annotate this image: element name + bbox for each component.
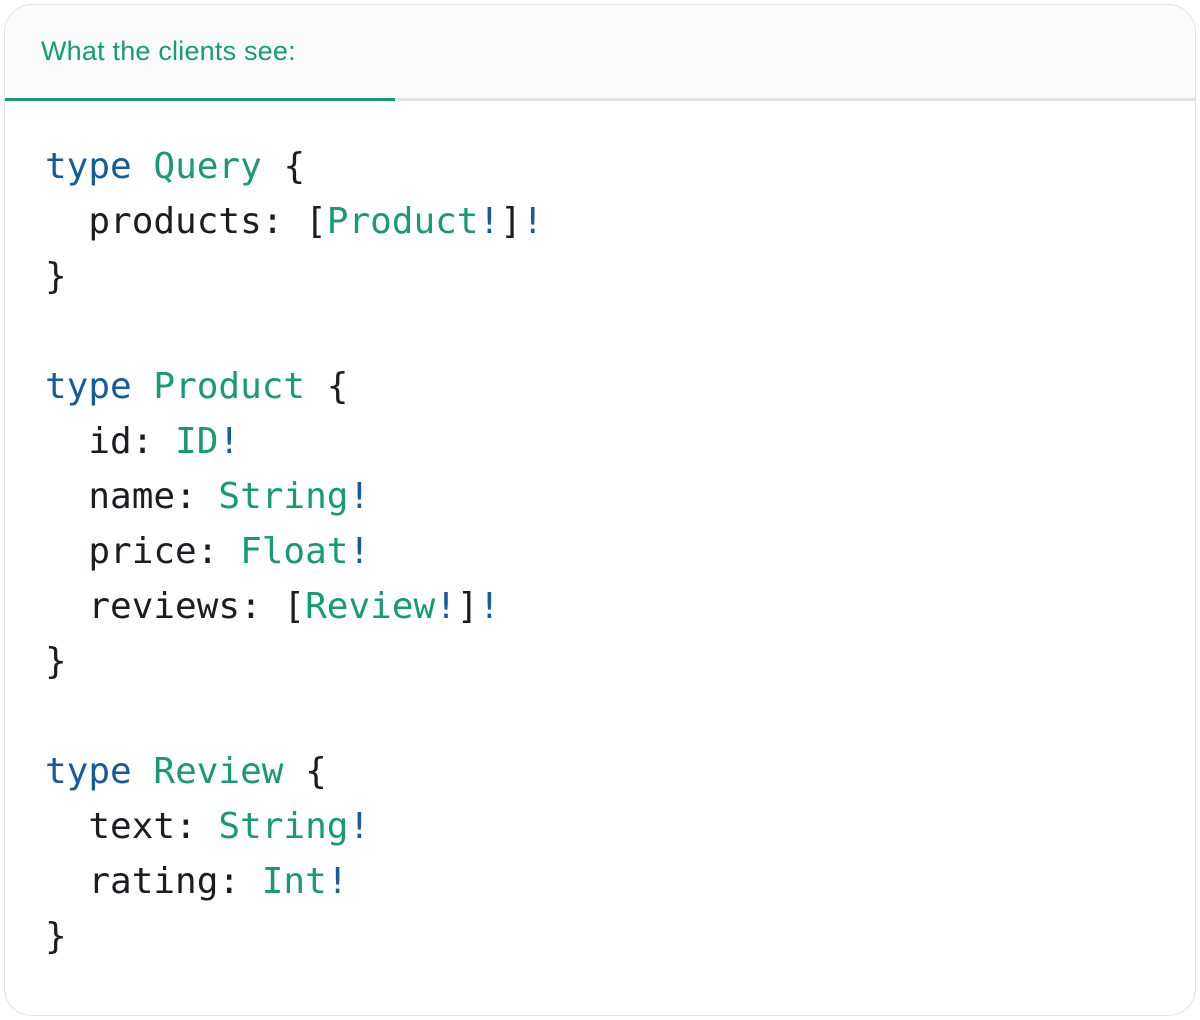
code-token-plain: { xyxy=(305,366,349,407)
code-token-type: Review xyxy=(305,586,436,627)
code-token-kw: type xyxy=(45,146,132,187)
code-line: name: String! xyxy=(45,469,1155,524)
code-line xyxy=(45,689,1155,744)
tab-label: What the clients see: xyxy=(41,36,296,66)
schema-card: What the clients see: type Query { produ… xyxy=(4,4,1196,1016)
code-token-plain: } xyxy=(45,256,67,297)
code-line xyxy=(45,304,1155,359)
code-block: type Query { products: [Product!]!} type… xyxy=(45,139,1155,964)
code-line: price: Float! xyxy=(45,524,1155,579)
tab-what-clients-see[interactable]: What the clients see: xyxy=(41,5,296,98)
code-token-plain: name: xyxy=(45,476,219,517)
code-line: } xyxy=(45,634,1155,689)
code-token-plain: ] xyxy=(500,201,522,242)
code-line: } xyxy=(45,249,1155,304)
code-line: reviews: [Review!]! xyxy=(45,579,1155,634)
code-token-plain xyxy=(132,751,154,792)
code-token-kw: type xyxy=(45,366,132,407)
code-line: type Product { xyxy=(45,359,1155,414)
code-token-plain: } xyxy=(45,641,67,682)
code-token-plain: } xyxy=(45,916,67,957)
code-line: rating: Int! xyxy=(45,854,1155,909)
code-token-plain: { xyxy=(261,146,306,187)
code-token-bang: ! xyxy=(326,861,349,902)
code-token-type: String xyxy=(218,806,349,847)
code-line: type Review { xyxy=(45,744,1155,799)
code-token-plain xyxy=(132,146,154,187)
code-token-plain: price: xyxy=(45,531,241,572)
code-line: } xyxy=(45,909,1155,964)
code-token-bang: ! xyxy=(478,586,501,627)
code-token-type: Float xyxy=(240,531,349,572)
code-token-bang: ! xyxy=(521,201,544,242)
code-token-bang: ! xyxy=(348,806,371,847)
code-line: id: ID! xyxy=(45,414,1155,469)
code-token-type: Review xyxy=(153,751,284,792)
code-token-bang: ! xyxy=(348,476,371,517)
code-token-kw: type xyxy=(45,751,132,792)
active-tab-underline xyxy=(5,98,395,101)
code-token-bang: ! xyxy=(348,531,371,572)
card-header: What the clients see: xyxy=(5,5,1195,101)
code-token-plain xyxy=(132,366,154,407)
code-token-type: ID xyxy=(175,421,219,462)
code-token-plain: { xyxy=(283,751,327,792)
code-token-plain: reviews: [ xyxy=(45,586,306,627)
code-token-type: Query xyxy=(153,146,262,187)
code-token-type: Int xyxy=(261,861,327,902)
code-token-plain: id: xyxy=(45,421,176,462)
code-token-plain: text: xyxy=(45,806,219,847)
code-line: text: String! xyxy=(45,799,1155,854)
code-token-type: String xyxy=(218,476,349,517)
code-token-type: Product xyxy=(326,201,479,242)
code-token-plain: ] xyxy=(456,586,479,627)
code-token-bang: ! xyxy=(435,586,457,627)
code-line: products: [Product!]! xyxy=(45,194,1155,249)
code-area: type Query { products: [Product!]!} type… xyxy=(5,101,1195,1004)
code-token-bang: ! xyxy=(478,201,501,242)
code-line: type Query { xyxy=(45,139,1155,194)
code-token-type: Product xyxy=(153,366,306,407)
code-token-plain: products: [ xyxy=(45,201,327,242)
code-token-plain: rating: xyxy=(45,861,262,902)
code-token-bang: ! xyxy=(218,421,241,462)
